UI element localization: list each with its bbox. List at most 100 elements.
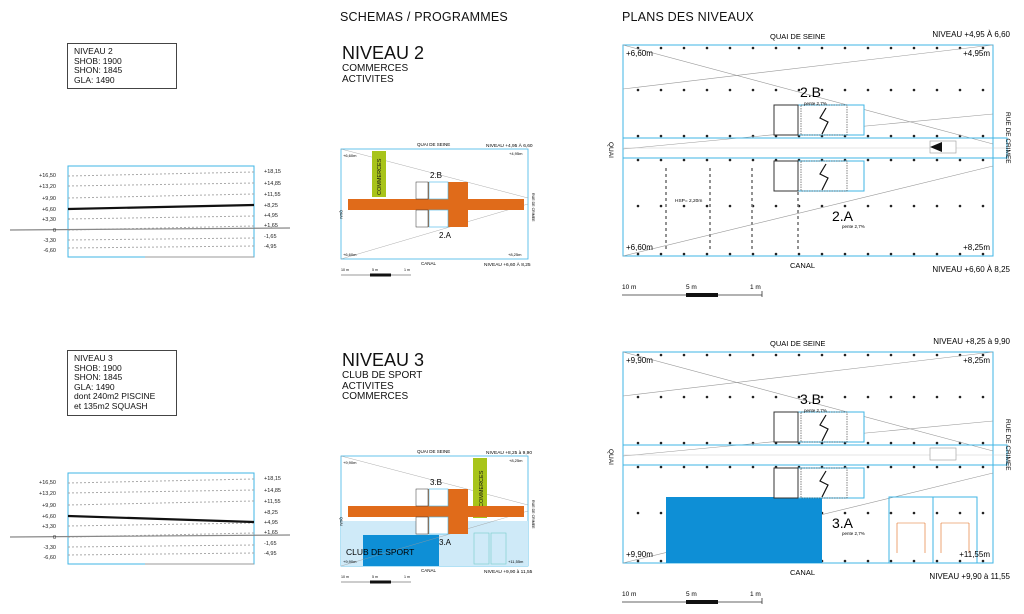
level-label: +4,95 (264, 213, 278, 219)
column-dot (751, 395, 755, 399)
info-line: NIVEAU 2 (74, 46, 113, 56)
column-dot (705, 465, 709, 469)
column-dot (889, 353, 893, 357)
column-dot (912, 395, 916, 399)
level-label: +16,50 (39, 173, 56, 179)
program-item: COMMERCES (342, 63, 409, 74)
column-dot (935, 465, 939, 469)
column-dot (659, 158, 663, 162)
ramp-line (622, 351, 994, 452)
escalator-path (819, 414, 829, 498)
column-dot (797, 46, 801, 50)
column-dot (774, 88, 778, 92)
mini-scale-label: 10 m (341, 268, 349, 272)
column-dot (866, 204, 870, 208)
column-dot (659, 134, 663, 138)
level-label: +18,15 (264, 476, 281, 482)
info-line: dont 240m2 PISCINE (74, 391, 156, 402)
mini-commerces-band (372, 151, 386, 197)
mini-elev-bl: +9,90m (343, 559, 357, 564)
column-dot (912, 158, 916, 162)
mini-stair (415, 516, 429, 535)
plan-rue: RUE DE CRIMEE (1004, 112, 1011, 164)
mini-scalebar-fill (370, 580, 391, 584)
column-dot (843, 353, 847, 357)
mini-elev-br: +11,55m (508, 559, 524, 564)
column-dot (728, 134, 732, 138)
column-dot (636, 204, 640, 208)
escalator-north (800, 411, 848, 443)
active-slab (67, 203, 255, 211)
mini-escalator (428, 488, 449, 507)
info-box: NIVEAU 3 SHOB: 1900 SHON: 1845 GLA: 1490… (67, 350, 177, 416)
info-box: NIVEAU 2 SHOB: 1900 SHON: 1845 GLA: 1490 (67, 43, 177, 90)
column-dot (751, 88, 755, 92)
column-dot (705, 204, 709, 208)
column-dot (866, 395, 870, 399)
direction-arrow-icon (930, 142, 942, 152)
column-dot (682, 441, 686, 445)
level-label: +13,20 (39, 491, 56, 497)
plan-elev-tr: +8,25m (963, 356, 990, 365)
left-level-labels: +16,50 +13,20 +9,90 +6,60 +3,30 0 -3,30 … (39, 173, 56, 254)
ground-line (9, 534, 291, 538)
plan-niveau-top: NIVEAU +8,25 à 9,90 (933, 337, 1010, 346)
column-dot (705, 46, 709, 50)
column-dot (958, 204, 962, 208)
column-dot (843, 46, 847, 50)
column-dot (636, 395, 640, 399)
column-dot (912, 511, 916, 515)
mini-canal: CANAL (421, 261, 437, 266)
column-dot (981, 559, 985, 563)
mini-stair (415, 488, 429, 507)
plan-elev-br: +11,55m (959, 550, 990, 559)
column-dot (728, 353, 732, 357)
mini-club-label: CLUB DE SPORT (346, 547, 414, 557)
elevation-lines (9, 478, 291, 565)
column-dot (728, 395, 732, 399)
mini-scale-label: 10 m (341, 575, 349, 579)
zone-top-label: 2.B (800, 84, 821, 100)
level-label: +11,55 (264, 499, 281, 505)
column-dot (820, 88, 824, 92)
column-dot (659, 395, 663, 399)
escalator-south (800, 467, 848, 499)
column-dot (751, 46, 755, 50)
hsp-label: HSP= 2,20m (675, 198, 702, 204)
column-dot (774, 252, 778, 256)
column-dot (705, 252, 709, 256)
escalator-path (819, 107, 829, 191)
column-dot (728, 158, 732, 162)
mini-scale-label: 1 m (404, 575, 410, 579)
level-line (67, 182, 255, 187)
column-dot (659, 465, 663, 469)
column-dot (935, 395, 939, 399)
program-item: COMMERCES (342, 391, 409, 402)
column-dot (935, 252, 939, 256)
column-dot (636, 465, 640, 469)
mini-ramp-line (340, 455, 529, 506)
level-line (67, 225, 255, 231)
floor-plan: QUAI DE SEINE NIVEAU +8,25 à 9,90 3.B pe… (607, 337, 1011, 604)
mini-niveau-bottom: NIVEAU +6,60 À 8,25 (484, 261, 531, 268)
ramp-line (622, 351, 994, 397)
scale-label: 1 m (750, 284, 761, 291)
column-dot (935, 204, 939, 208)
column-dot (981, 252, 985, 256)
plan-niveau-bottom: NIVEAU +6,60 À 8,25 (932, 265, 1010, 274)
column-dot (728, 465, 732, 469)
zone-bottom-label: 3.A (832, 515, 854, 531)
left-level-labels: +16,50 +13,20 +9,90 +6,60 +3,30 0 -3,30 … (39, 480, 56, 561)
column-dot (935, 88, 939, 92)
column-dot (958, 88, 962, 92)
level-label: 0 (53, 535, 56, 541)
column-dot (843, 252, 847, 256)
mini-commerces-label: COMMERCES (479, 470, 485, 507)
column-dot (889, 46, 893, 50)
level-label: -3,30 (43, 238, 56, 244)
column-dot (843, 204, 847, 208)
floor-plan: QUAI DE SEINE NIVEAU +4,95 À 6,60 2.B pe… (607, 30, 1011, 297)
program-schema: QUAI DE SEINE NIVEAU +4,95 À 6,60 COMMER… (339, 142, 535, 277)
column-dot (912, 465, 916, 469)
scale-label: 10 m (622, 284, 636, 291)
